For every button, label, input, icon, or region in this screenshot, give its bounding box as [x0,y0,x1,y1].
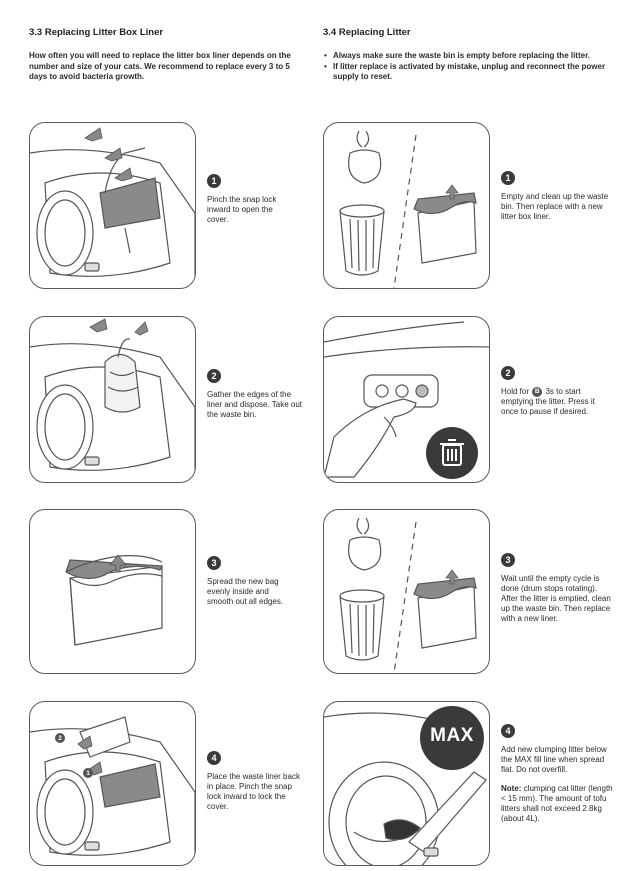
left-step3-illustration [29,509,196,674]
step-number-badge: 1 [501,171,515,185]
empty-button-icon: B [532,387,542,397]
right-step-3: 3 Wait until the empty cycle is done (dr… [501,553,611,624]
left-step4-illustration: 2 1 [29,701,196,866]
step-number-badge: 3 [501,553,515,567]
right-step2-illustration [323,316,490,483]
left-step-3: 3 Spread the new bag evenly inside and s… [207,556,297,607]
waste-bin-new-liner-drawing [30,510,196,674]
step-note: Note: clumping cat litter (length < 15 m… [501,784,613,824]
step-text: Spread the new bag evenly inside and smo… [207,577,297,607]
callout-badge: 2 [55,733,65,743]
step-text: Pinch the snap lock inward to open the c… [207,195,295,225]
empty-bin-replace-liner-drawing [324,123,490,289]
step-number-badge: 1 [207,174,221,188]
right-step-1: 1 Empty and clean up the waste bin. Then… [501,171,611,222]
right-step4-illustration: MAX [323,701,490,866]
right-bullet-list: Always make sure the waste bin is empty … [323,51,613,83]
empty-bin-after-cycle-drawing [324,510,490,674]
litter-box-open-cover-drawing [30,123,196,289]
right-section-title: 3.4 Replacing Litter [323,27,411,38]
press-empty-button-drawing [324,317,490,483]
left-step1-illustration [29,122,196,289]
right-step1-illustration [323,122,490,289]
step-text: Wait until the empty cycle is done (drum… [501,574,611,624]
right-step3-illustration [323,509,490,674]
left-step2-illustration [29,316,196,483]
step-number-badge: 2 [501,366,515,380]
step-text: Place the waste liner back in place. Pin… [207,772,307,812]
litter-box-close-cover-drawing [30,702,196,866]
right-step-4: 4 Add new clumping litter below the MAX … [501,724,613,824]
left-step-2: 2 Gather the edges of the liner and disp… [207,369,307,420]
step-number-badge: 4 [501,724,515,738]
step-number-badge: 4 [207,751,221,765]
left-section-title: 3.3 Replacing Litter Box Liner [29,27,163,38]
max-fill-label: MAX [428,725,476,747]
step-text: Add new clumping litter below the MAX fi… [501,745,613,775]
step-text: Hold for B 3s to start emptying the litt… [501,387,611,417]
step-text-part: Hold for [501,387,529,396]
left-step-4: 4 Place the waste liner back in place. P… [207,751,307,812]
step-text: Empty and clean up the waste bin. Then r… [501,192,611,222]
step-number-badge: 2 [207,369,221,383]
litter-box-remove-liner-drawing [30,317,196,483]
step-number-badge: 3 [207,556,221,570]
bullet-item: If litter replace is activated by mistak… [323,62,613,83]
left-step-1: 1 Pinch the snap lock inward to open the… [207,174,295,225]
note-label: Note: [501,784,521,793]
right-step-2: 2 Hold for B 3s to start emptying the li… [501,366,611,417]
left-intro-text: How often you will need to replace the l… [29,51,309,83]
bullet-item: Always make sure the waste bin is empty … [323,51,613,62]
callout-badge: 1 [83,768,93,778]
step-text: Gather the edges of the liner and dispos… [207,390,307,420]
